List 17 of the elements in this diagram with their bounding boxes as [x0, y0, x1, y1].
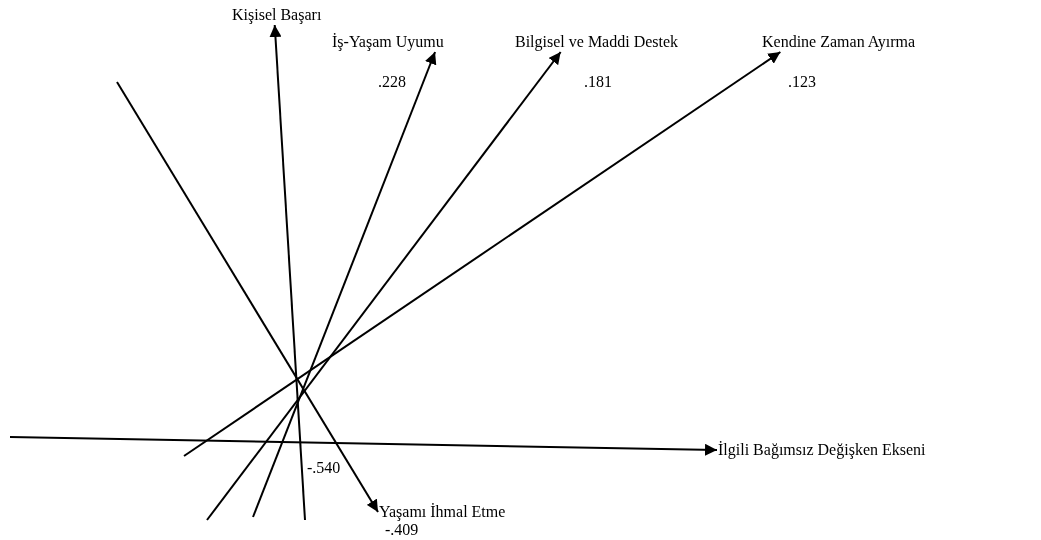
- coefficient-value: .181: [584, 73, 612, 91]
- coefficient-value: .123: [788, 73, 816, 91]
- vector-arrow: [183, 51, 782, 457]
- vector-label: Bilgisel ve Maddi Destek: [515, 33, 679, 51]
- vector-arrow: [116, 81, 379, 513]
- coefficient-value: .228: [378, 73, 406, 91]
- vector-label: İş-Yaşam Uyumu: [332, 33, 444, 51]
- coefficient-value: -.409: [385, 521, 419, 539]
- vector-label: Kendine Zaman Ayırma: [762, 33, 916, 51]
- vector-label: Yaşamı İhmal Etme: [379, 503, 506, 521]
- vector-label: Kişisel Başarı: [232, 6, 322, 24]
- vector-arrow: [252, 51, 437, 518]
- axis-label: İlgili Bağımsız Değişken Ekseni: [718, 441, 926, 459]
- vector-arrow: [206, 51, 562, 521]
- axis-arrow: [9, 436, 718, 456]
- vector-arrow: [269, 24, 306, 521]
- coefficient-value: -.540: [307, 459, 341, 477]
